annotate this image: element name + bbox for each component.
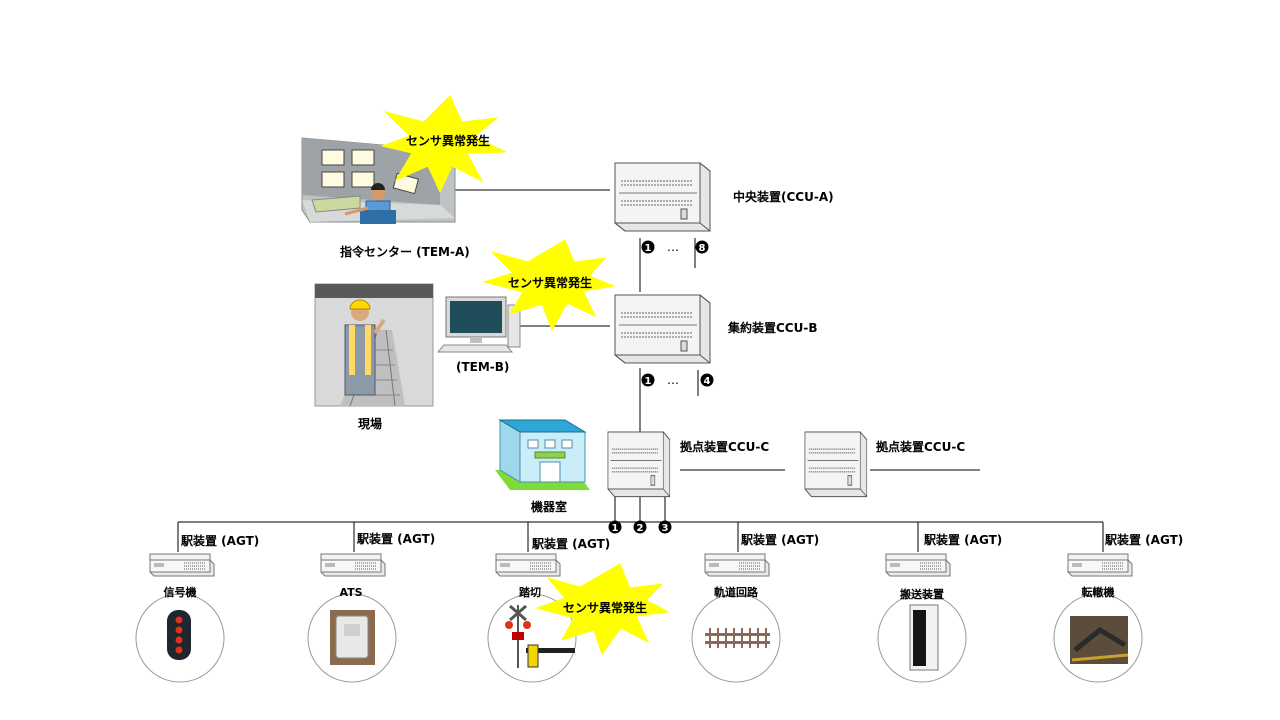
- ellipsis-ccu-a: …: [667, 240, 679, 254]
- station-unit-label-3: 駅装置 (AGT): [531, 536, 610, 551]
- device-label-point-machine: 転轍機: [1082, 585, 1115, 599]
- aggregator-label: 集約装置CCU-B: [727, 320, 818, 335]
- device-crossing: [487, 593, 577, 683]
- device-track-circuit: [691, 593, 781, 683]
- station-unit-label-1: 駅装置 (AGT): [180, 533, 259, 548]
- alert-burst-control-center: センサ異常発生: [380, 95, 507, 194]
- station-unit-label-4: 駅装置 (AGT): [740, 532, 819, 547]
- port-ccu-c-2: 2: [637, 523, 644, 534]
- station-unit-label-2: 駅装置 (AGT): [356, 531, 435, 546]
- alert-burst-field: センサ異常発生: [482, 239, 616, 332]
- field-terminal-pc: [436, 296, 521, 353]
- alert-burst-crossing: センサ異常発生: [535, 563, 670, 656]
- port-markers: 1 … 8 1 … 4 1 2 3: [608, 240, 714, 534]
- alert-text-3: センサ異常発生: [563, 600, 647, 615]
- port-ccu-c-1: 1: [612, 523, 619, 534]
- port-ccu-b-last: 4: [704, 376, 711, 387]
- station-unit-label-6: 駅装置 (AGT): [1104, 532, 1183, 547]
- base-unit-label-1: 拠点装置CCU-C: [680, 439, 769, 454]
- central-unit-label: 中央装置(CCU-A): [733, 189, 834, 204]
- station-unit-1: [149, 553, 215, 577]
- field-label: 現場: [358, 416, 382, 431]
- central-unit-rack: [614, 162, 711, 232]
- alert-text-1: センサ異常発生: [406, 133, 490, 148]
- device-signal: [135, 593, 225, 683]
- device-ats: [307, 593, 397, 683]
- port-ccu-c-3: 3: [662, 523, 669, 534]
- device-transmission: [877, 593, 967, 683]
- port-ccu-b-first: 1: [645, 376, 652, 387]
- signal-icon: [167, 610, 191, 660]
- rail-icon: [705, 633, 770, 636]
- base-unit-rack-1: [607, 431, 671, 498]
- station-unit-3: [495, 553, 561, 577]
- device-label-ats: ATS: [339, 586, 362, 599]
- port-ccu-a-first: 1: [645, 243, 652, 254]
- device-label-signal: 信号機: [164, 585, 197, 599]
- labels: 指令センター (TEM-A) 中央装置(CCU-A) 集約装置CCU-B (TE…: [164, 189, 1184, 601]
- equipment-room-building: [495, 419, 590, 490]
- station-unit-5: [885, 553, 951, 577]
- device-label-track-circuit: 軌道回路: [714, 585, 759, 599]
- base-unit-rack-2: [804, 431, 868, 498]
- alert-text-2: センサ異常発生: [508, 275, 592, 290]
- station-unit-2: [320, 553, 386, 577]
- aggregator-rack: [614, 294, 711, 364]
- field-illustration: [314, 283, 434, 407]
- port-ccu-a-last: 8: [699, 243, 706, 254]
- field-terminal-label: (TEM-B): [456, 360, 509, 374]
- device-label-crossing: 踏切: [519, 585, 541, 599]
- station-unit-label-5: 駅装置 (AGT): [923, 532, 1002, 547]
- station-unit-6: [1067, 553, 1133, 577]
- control-center-label: 指令センター (TEM-A): [340, 244, 470, 259]
- equipment-room-label: 機器室: [531, 499, 567, 514]
- device-label-transmission: 搬送装置: [900, 587, 944, 601]
- device-point-machine: [1053, 593, 1143, 683]
- station-unit-4: [704, 553, 770, 577]
- ellipsis-ccu-b: …: [667, 373, 679, 387]
- base-unit-label-2: 拠点装置CCU-C: [876, 439, 965, 454]
